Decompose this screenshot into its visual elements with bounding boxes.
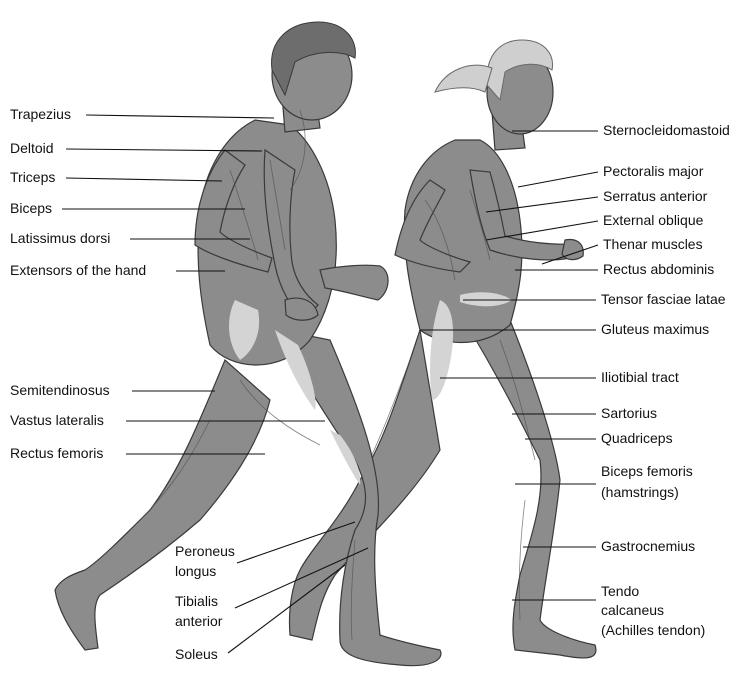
label-iliotibial-tract: Iliotibial tract	[601, 369, 679, 385]
label-tibialis-anterior: Tibialis anterior	[175, 593, 223, 629]
leader-soleus	[228, 565, 345, 653]
leader-trapezius	[86, 115, 274, 118]
label-rectus-abdominis: Rectus abdominis	[603, 261, 714, 277]
label-trapezius: Trapezius	[10, 106, 71, 122]
label-pectoralis-major: Pectoralis major	[603, 163, 704, 179]
label-peroneus-longus: Peroneus longus	[175, 543, 239, 579]
label-tendo-calcaneus: Tendo calcaneus (Achilles tendon)	[601, 583, 705, 638]
label-rectus-femoris: Rectus femoris	[10, 445, 103, 461]
label-quadriceps: Quadriceps	[601, 430, 673, 446]
male-runner-figure	[55, 22, 441, 666]
leader-pectoralis-major	[518, 172, 598, 187]
label-biceps: Biceps	[10, 200, 52, 216]
label-extensors-of-the-hand: Extensors of the hand	[10, 262, 146, 278]
label-vastus-lateralis: Vastus lateralis	[10, 412, 104, 428]
label-external-oblique: External oblique	[603, 212, 704, 228]
label-gastrocnemius: Gastrocnemius	[601, 538, 695, 554]
label-gluteus-maximus: Gluteus maximus	[601, 321, 709, 337]
label-tensor-fasciae-latae: Tensor fasciae latae	[601, 291, 726, 307]
label-deltoid: Deltoid	[10, 140, 54, 156]
label-sartorius: Sartorius	[601, 405, 657, 421]
label-soleus: Soleus	[175, 646, 218, 662]
female-runner-figure	[289, 40, 595, 658]
label-semitendinosus: Semitendinosus	[10, 382, 110, 398]
label-sternocleidomastoid: Sternocleidomastoid	[603, 122, 730, 138]
leader-triceps	[66, 178, 222, 181]
label-triceps: Triceps	[10, 169, 55, 185]
label-thenar-muscles: Thenar muscles	[603, 236, 703, 252]
label-serratus-anterior: Serratus anterior	[603, 188, 708, 204]
label-latissimus-dorsi: Latissimus dorsi	[10, 230, 110, 246]
label-biceps-femoris: Biceps femoris (hamstrings)	[601, 463, 697, 500]
